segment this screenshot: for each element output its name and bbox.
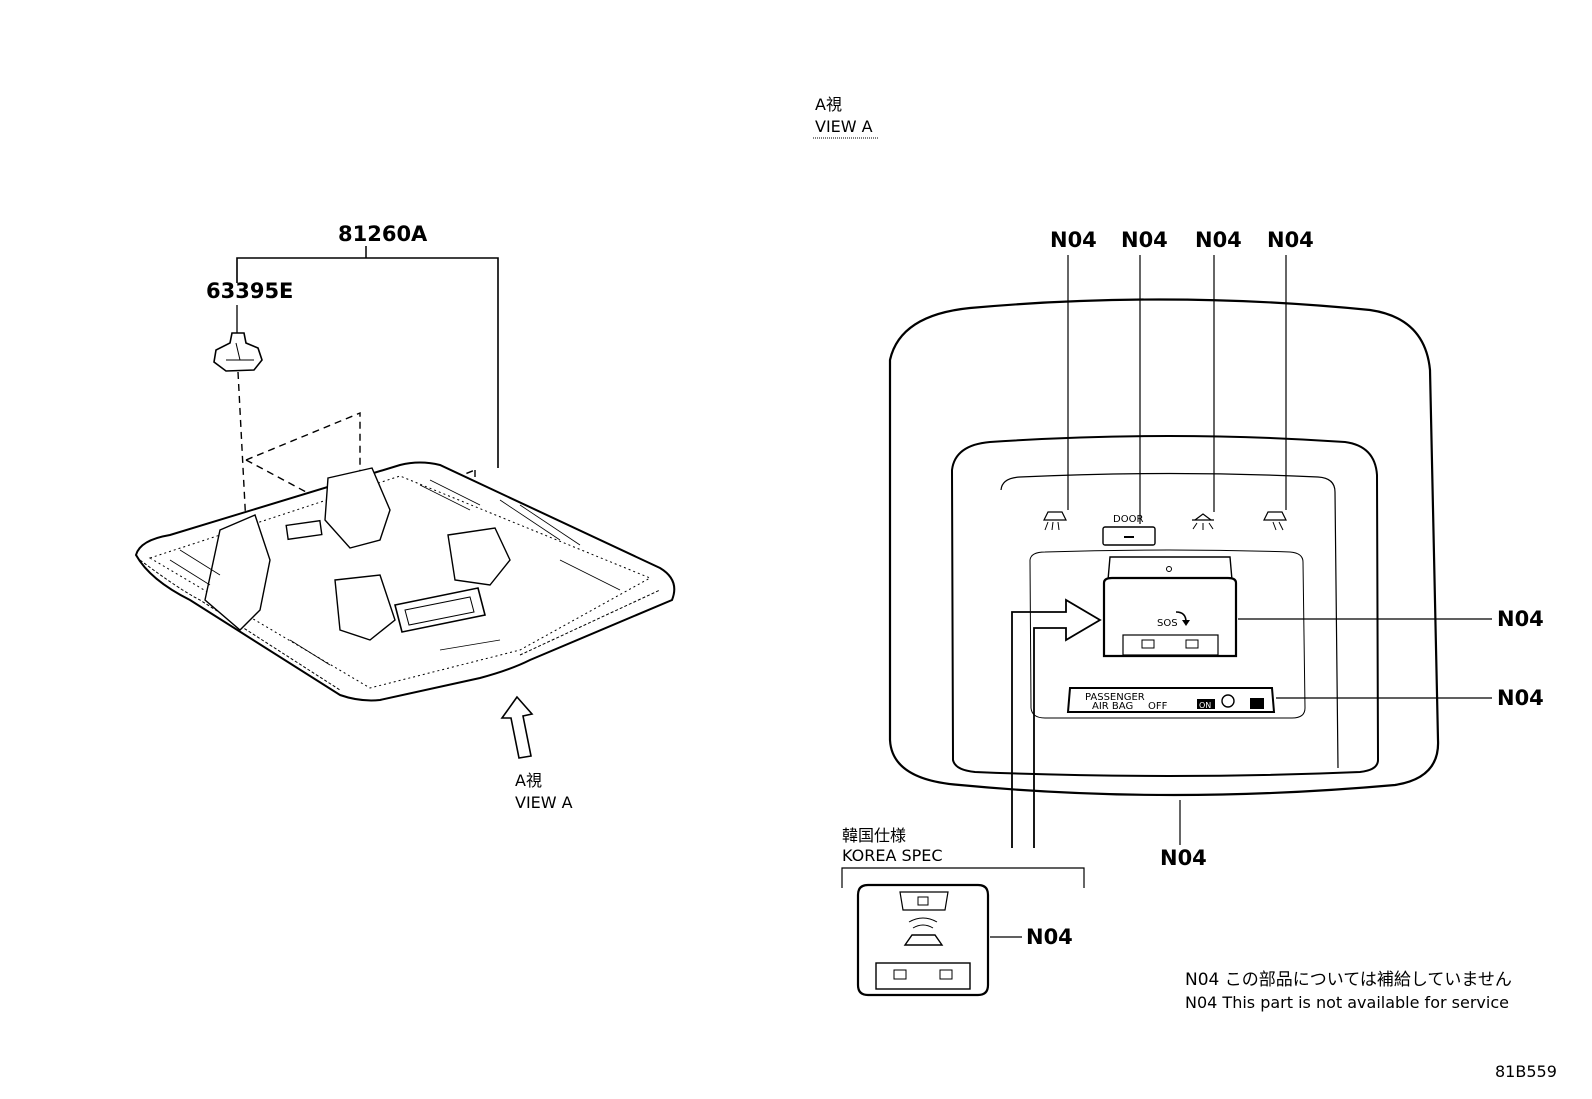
callout-n04-map-right[interactable]: N04 [1267, 228, 1314, 252]
sos-switch-module[interactable]: SOS [1102, 556, 1238, 658]
callout-n04-sos[interactable]: N04 [1497, 607, 1544, 631]
map-light-left-icon[interactable] [1043, 511, 1067, 531]
door-switch[interactable]: DOOR [1102, 514, 1156, 546]
assembly-bracket-line [236, 257, 499, 468]
passenger-airbag-indicator[interactable]: PASSENGER AIR BAG OFF ON [1066, 687, 1276, 713]
part-number-63395e[interactable]: 63395E [206, 279, 293, 303]
airbag-label-line2: AIR BAG [1092, 701, 1133, 712]
callout-n04-housing[interactable]: N04 [1160, 846, 1207, 870]
view-a-title-jp: A視 [815, 95, 842, 114]
arrow-label-en: VIEW A [515, 793, 573, 812]
seatbelt-icon [1221, 694, 1235, 708]
view-a-header: A視 VIEW A [813, 95, 878, 139]
korea-spec-arrow [1011, 598, 1102, 848]
view-a-title-en: VIEW A [815, 117, 873, 136]
airbag-label-line1: PASSENGER [1085, 692, 1145, 703]
door-label: DOOR [1113, 514, 1143, 525]
dome-light-icon[interactable] [1192, 513, 1214, 530]
drawing-id: 81B559 [1495, 1062, 1557, 1081]
middle-bezel [950, 435, 1380, 777]
note-jp: N04 この部品については補給していません [1185, 970, 1512, 990]
callout-n04-dome[interactable]: N04 [1195, 228, 1242, 252]
note-en: N04 This part is not available for servi… [1185, 993, 1509, 1012]
callout-n04-airbag[interactable]: N04 [1497, 686, 1544, 710]
airbag-off-label: OFF [1148, 701, 1168, 712]
korea-spec-module[interactable] [856, 883, 990, 997]
leader-lines [1067, 255, 1492, 845]
outer-housing [888, 298, 1440, 797]
car-icon [903, 934, 944, 946]
switch-panel-outline [1029, 549, 1306, 719]
left-exploded-view: 81260A 63395E [134, 222, 676, 812]
korea-spec-jp: 韓国仕様 [842, 826, 906, 845]
inner-bezel [1000, 472, 1339, 769]
callout-n04-door[interactable]: N04 [1121, 228, 1168, 252]
airbag-on-label: ON [1199, 701, 1211, 710]
map-light-right-icon[interactable] [1263, 511, 1287, 531]
callout-n04-map-left[interactable]: N04 [1050, 228, 1097, 252]
korea-spec-inset: 韓国仕様 KOREA SPEC N04 [841, 826, 1085, 997]
view-a-arrow [500, 695, 534, 759]
clip-part-drawing[interactable] [213, 332, 263, 372]
korea-spec-en: KOREA SPEC [842, 846, 943, 865]
overhead-console-body[interactable] [134, 461, 676, 702]
arrow-label-jp: A視 [515, 771, 542, 790]
sos-label: SOS [1157, 618, 1178, 629]
part-number-81260a[interactable]: 81260A [338, 222, 428, 246]
view-a-drawing: DOOR SOS [888, 228, 1544, 870]
callout-n04-korea[interactable]: N04 [1026, 925, 1073, 949]
lock-icon [1250, 698, 1264, 709]
